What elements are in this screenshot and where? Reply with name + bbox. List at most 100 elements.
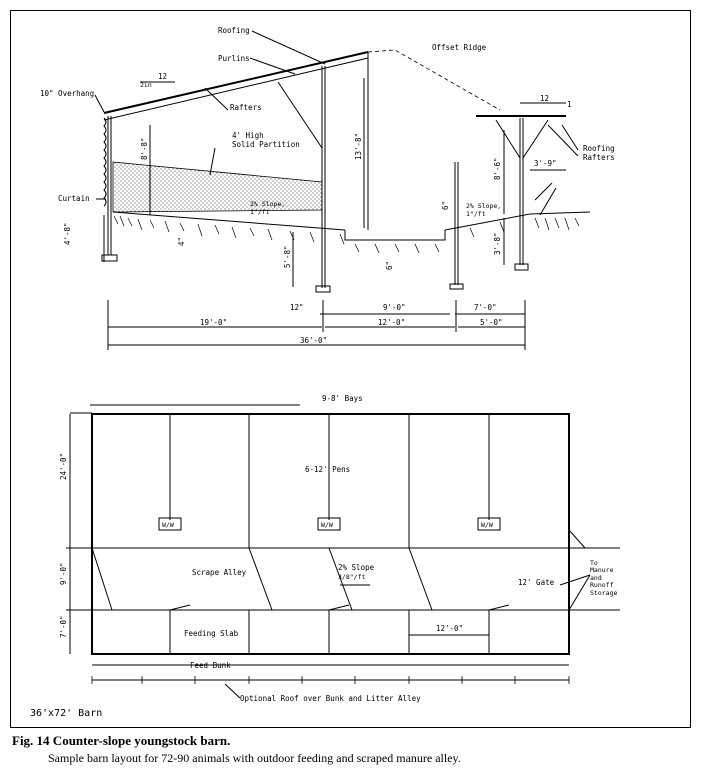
label-dim-9ft0: 9'-0" (383, 303, 406, 312)
pen-dividers (169, 414, 490, 548)
label-dim-4ft8: 4'-8" (63, 222, 72, 245)
curtain-wavy (103, 117, 107, 207)
plan-view (66, 404, 620, 699)
cross-section (94, 30, 591, 350)
label-bays: 9-8' Bays (322, 394, 363, 403)
main-roof-line (103, 51, 369, 114)
label-waterer-2: W/W (321, 521, 333, 529)
label-plan-12ft: 12'-0" (436, 624, 463, 633)
right-brace-right (522, 119, 549, 159)
waterer-1 (158, 517, 182, 531)
label-slope-num: 12 (158, 72, 167, 81)
label-dim-8ft6: 8'-6" (493, 157, 502, 180)
label-slope-den: 2in (140, 81, 152, 89)
figure-caption-title: Fig. 14 Counter-slope youngstock barn. (12, 733, 231, 748)
label-dim-13ft8: 13'-8" (354, 133, 363, 160)
optional-roof-leader (224, 683, 241, 699)
label-dim-12in: 12" (290, 303, 304, 312)
label-floor-slope2-a: 2% Slope, (466, 202, 501, 210)
figure-caption-description: Sample barn layout for 72-90 animals wit… (48, 751, 461, 765)
label-dim-19ft0: 19'-0" (200, 318, 227, 327)
leader-rafters-right (547, 124, 579, 157)
rafter-brace (204, 87, 229, 111)
center-footing (315, 285, 331, 293)
right-footing (514, 263, 529, 271)
label-gate: 12' Gate (518, 578, 555, 587)
label-plan-slope-a: 2% Slope (338, 563, 375, 572)
bunk-posts (91, 676, 570, 684)
label-waterer-3: W/W (481, 521, 493, 529)
offset-ridge-dashed (367, 49, 501, 111)
label-to-manure-4: Runoff (590, 581, 614, 589)
label-slope-num-right: 12 (540, 94, 549, 103)
label-floor-slope1-b: 1"/ft (250, 208, 270, 216)
slab-dividers (169, 604, 510, 654)
label-waterer-1: W/W (162, 521, 174, 529)
label-dim-6in-b: 6" (441, 201, 450, 210)
label-dim-3ft8: 3'-8" (493, 232, 502, 255)
label-offset-ridge: Offset Ridge (432, 43, 487, 52)
waterers (158, 517, 501, 531)
leader-overhang (94, 94, 105, 113)
label-to-manure-1: To (590, 559, 598, 567)
label-pens: 6-12' Pens (305, 465, 350, 474)
label-dim-6in: 6" (385, 261, 394, 270)
label-purlins: Purlins (218, 54, 250, 63)
barn-outline (91, 413, 570, 655)
label-overhang: 10" Overhang (40, 89, 94, 98)
ground-hatch-right (534, 217, 580, 231)
leader-purlins (249, 57, 296, 75)
alley-gates (91, 529, 591, 611)
right-brace-left (495, 119, 521, 159)
label-dim-7ft0: 7'-0" (474, 303, 497, 312)
solid-partition (112, 161, 323, 213)
label-dim-36ft0: 36'-0" (300, 336, 327, 345)
label-dim-5ft0: 5'-0" (480, 318, 503, 327)
label-scrape-alley: Scrape Alley (192, 568, 247, 577)
label-optional-roof: Optional Roof over Bunk and Litter Alley (240, 694, 421, 703)
label-floor-slope1-a: 2% Slope, (250, 200, 285, 208)
main-roof-underside (103, 57, 369, 121)
label-slope-den-right: 1 (567, 100, 572, 109)
label-floor-slope2-b: 1"/ft (466, 210, 486, 218)
figure-frame (10, 10, 691, 728)
to-manure-arrow (559, 574, 591, 586)
label-partition-2: Solid Partition (232, 140, 300, 149)
label-plan-24ft: 24'-0" (59, 453, 68, 480)
label-feed-bunk: Feed Bunk (190, 661, 231, 670)
right-gate-b (539, 187, 557, 216)
cross-section-labels: Roofing Purlins Offset Ridge 10" Overhan… (40, 26, 615, 345)
label-to-manure-3: and (590, 574, 602, 582)
leader-roofing-right (561, 124, 579, 151)
right-ground (529, 211, 591, 215)
label-plan-slope-b: 3/8"/ft (338, 573, 365, 581)
stall-floor (112, 211, 346, 231)
label-barn-size: 36'x72' Barn (30, 708, 102, 719)
label-partition-1: 4' High (232, 131, 264, 140)
label-curtain: Curtain (58, 194, 90, 203)
label-to-manure-2: Manure (590, 566, 614, 574)
scrape-alley-floor (344, 230, 446, 241)
label-rafters: Rafters (230, 103, 262, 112)
waterer-3 (477, 517, 501, 531)
label-roofing: Roofing (218, 26, 250, 35)
waterer-2 (317, 517, 341, 531)
label-dim-3ft9: 3'-9" (534, 159, 557, 168)
label-dim-8ft8: 8'-8" (140, 137, 149, 160)
label-rafters-right: Rafters (583, 153, 615, 162)
feed-post-footing (449, 283, 464, 290)
label-dim-12ft0: 12'-0" (378, 318, 405, 327)
leader-partition (209, 147, 216, 176)
right-gate (534, 182, 553, 201)
label-plan-9ft: 9'-0" (59, 562, 68, 585)
label-feeding-slab: Feeding Slab (184, 629, 239, 638)
label-dim-4in: 4" (177, 237, 186, 246)
label-plan-7ft: 7'-0" (59, 615, 68, 638)
label-roofing-right: Roofing (583, 144, 615, 153)
feed-slab-floor (444, 213, 531, 231)
label-to-manure-5: Storage (590, 589, 617, 597)
left-footing (101, 254, 118, 262)
knee-brace (277, 81, 323, 149)
label-dim-5ft8: 5'-8" (283, 245, 292, 268)
